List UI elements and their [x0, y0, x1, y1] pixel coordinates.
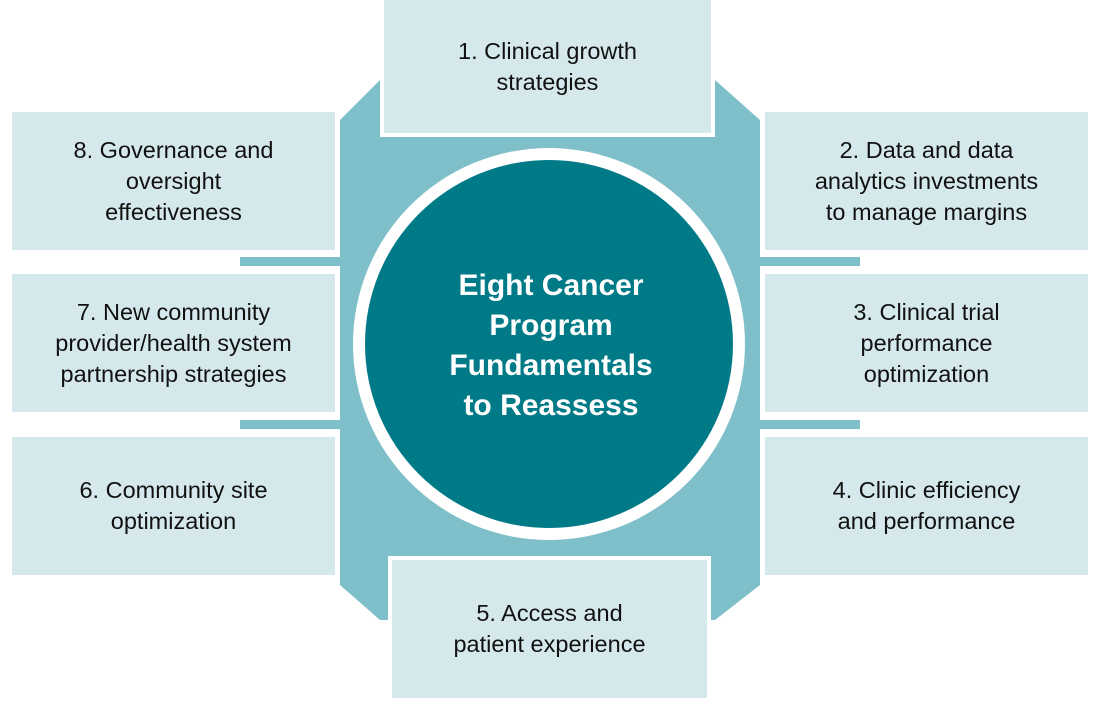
item-box-5: 5. Access and patient experience [388, 556, 711, 698]
item-box-1: 1. Clinical growth strategies [380, 0, 715, 137]
item-box-8: 8. Governance and oversight effectivenes… [12, 112, 335, 250]
center-circle [365, 160, 733, 528]
item-box-6: 6. Community site optimization [12, 437, 335, 575]
center-title: Eight Cancer Program Fundamentals to Rea… [449, 269, 653, 422]
item-box-3: 3. Clinical trial performance optimizati… [765, 274, 1088, 412]
item-box-2: 2. Data and data analytics investments t… [765, 112, 1088, 250]
item-box-4: 4. Clinic efficiency and performance [765, 437, 1088, 575]
item-box-7: 7. New community provider/health system … [12, 274, 335, 412]
